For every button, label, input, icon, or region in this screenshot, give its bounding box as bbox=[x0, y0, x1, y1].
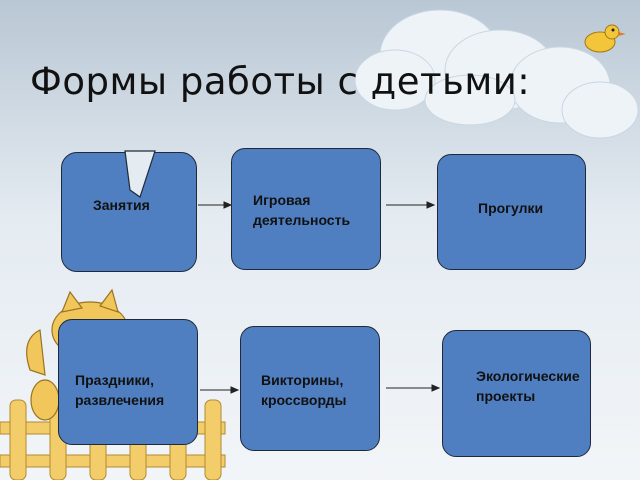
node-igrovaya bbox=[231, 148, 381, 270]
arrows bbox=[198, 201, 441, 394]
node-eco-label: Экологические проекты bbox=[476, 368, 580, 404]
node-prazdniki-label: Праздники, развлечения bbox=[75, 372, 165, 408]
node-viktoriny-label: Викторины, кроссворды bbox=[261, 372, 347, 408]
bird-decoration bbox=[584, 24, 626, 53]
page-title: Формы работы с детьми: bbox=[30, 60, 531, 103]
node-eco bbox=[442, 330, 591, 457]
node-zanyatiya-label: Занятия bbox=[93, 197, 150, 213]
node-progulki-label: Прогулки bbox=[478, 200, 544, 216]
node-viktoriny bbox=[240, 326, 380, 451]
node-prazdniki bbox=[58, 319, 198, 445]
node-progulki bbox=[437, 154, 586, 270]
node-igrovaya-label: Игровая деятельность bbox=[253, 192, 351, 228]
clouds-decoration bbox=[354, 9, 639, 139]
